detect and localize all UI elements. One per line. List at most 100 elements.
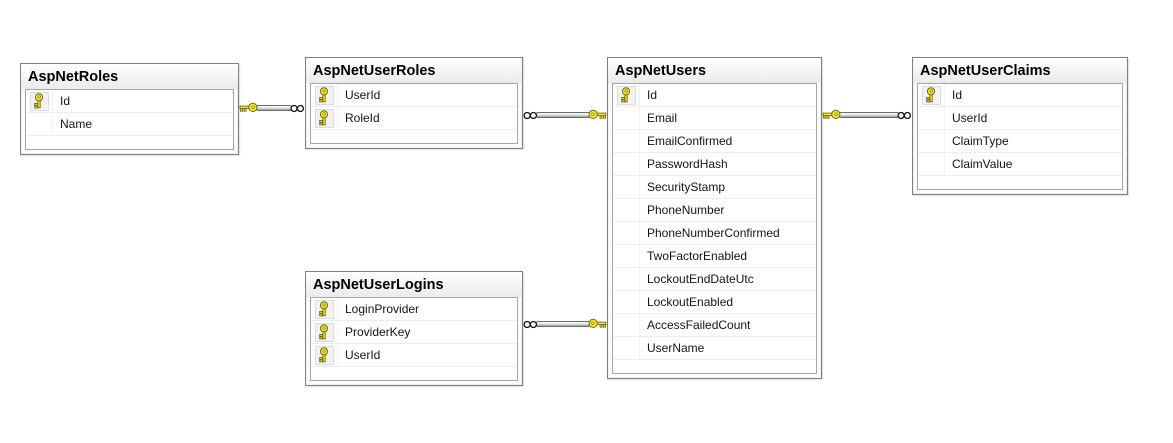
relationship-line[interactable] bbox=[536, 112, 590, 118]
relationship-line[interactable] bbox=[536, 321, 590, 327]
primary-key-icon bbox=[319, 87, 329, 103]
table-header[interactable]: AspNetUserLogins bbox=[306, 272, 522, 297]
primary-key-icon bbox=[319, 110, 329, 126]
one-side-key-icon bbox=[822, 109, 841, 119]
grid-spacer bbox=[26, 136, 233, 149]
primary-key-cell bbox=[26, 90, 53, 112]
column-name: ClaimType bbox=[952, 134, 1009, 148]
primary-key-cell bbox=[311, 107, 338, 129]
table-row[interactable]: UserName bbox=[613, 337, 816, 360]
relationship-one-end bbox=[822, 109, 841, 121]
column-name: UserId bbox=[345, 348, 381, 362]
relationship-many-end bbox=[290, 104, 305, 113]
table-title: AspNetUserClaims bbox=[920, 62, 1051, 79]
column-name: LockoutEndDateUtc bbox=[647, 272, 754, 286]
table-row[interactable]: RoleId bbox=[311, 107, 517, 130]
row-selector-cell bbox=[918, 130, 945, 152]
table-row[interactable]: UserId bbox=[311, 344, 517, 367]
table-row[interactable]: EmailConfirmed bbox=[613, 130, 816, 153]
row-selector-cell bbox=[613, 268, 640, 290]
row-selector-cell bbox=[613, 130, 640, 152]
table-row[interactable]: Id bbox=[918, 84, 1122, 107]
table-row[interactable]: Id bbox=[26, 90, 233, 113]
table-row[interactable]: UserId bbox=[918, 107, 1122, 130]
column-name: PhoneNumberConfirmed bbox=[647, 226, 780, 240]
column-name: LockoutEnabled bbox=[647, 295, 734, 309]
relationship-many-end bbox=[897, 111, 912, 120]
table-header[interactable]: AspNetRoles bbox=[21, 64, 238, 89]
grid-spacer bbox=[311, 367, 517, 380]
many-side-infinity-icon bbox=[523, 320, 538, 328]
column-name: Id bbox=[647, 88, 658, 102]
table-header[interactable]: AspNetUserRoles bbox=[306, 58, 522, 83]
relationship-line[interactable] bbox=[839, 112, 899, 118]
primary-key-icon bbox=[34, 93, 44, 109]
column-name: PasswordHash bbox=[647, 157, 728, 171]
table-row[interactable]: ClaimType bbox=[918, 130, 1122, 153]
column-name: Id bbox=[952, 88, 963, 102]
table-title: AspNetUsers bbox=[615, 62, 707, 79]
relationship-AspNetRoles-AspNetUserRoles[interactable] bbox=[239, 101, 305, 115]
table-title: AspNetRoles bbox=[28, 68, 119, 85]
grid-spacer bbox=[311, 130, 517, 143]
table-row[interactable]: PhoneNumber bbox=[613, 199, 816, 222]
table-row[interactable]: UserId bbox=[311, 84, 517, 107]
primary-key-cell bbox=[311, 84, 338, 106]
one-side-key-icon bbox=[588, 109, 607, 119]
primary-key-icon bbox=[621, 87, 631, 103]
row-selector-cell bbox=[613, 245, 640, 267]
row-selector-cell bbox=[613, 337, 640, 359]
one-side-key-icon bbox=[239, 102, 258, 112]
relationship-AspNetUsers-AspNetUserLogins[interactable] bbox=[523, 317, 607, 331]
table-row[interactable]: ClaimValue bbox=[918, 153, 1122, 176]
relationship-line[interactable] bbox=[256, 105, 292, 111]
table-row[interactable]: TwoFactorEnabled bbox=[613, 245, 816, 268]
column-name: UserName bbox=[647, 341, 705, 355]
table-row[interactable]: Name bbox=[26, 113, 233, 136]
table-row[interactable]: Id bbox=[613, 84, 816, 107]
primary-key-cell bbox=[311, 344, 338, 366]
table-row[interactable]: ProviderKey bbox=[311, 321, 517, 344]
row-selector-cell bbox=[613, 199, 640, 221]
key-badge bbox=[314, 299, 334, 319]
relationship-one-end bbox=[239, 102, 258, 114]
row-selector-cell bbox=[918, 107, 945, 129]
table-row[interactable]: LockoutEnabled bbox=[613, 291, 816, 314]
table-row[interactable]: AccessFailedCount bbox=[613, 314, 816, 337]
column-name: EmailConfirmed bbox=[647, 134, 733, 148]
many-side-infinity-icon bbox=[523, 111, 538, 119]
key-badge bbox=[314, 85, 334, 105]
column-name: Email bbox=[647, 111, 678, 125]
column-name: LoginProvider bbox=[345, 302, 420, 316]
table-header[interactable]: AspNetUsers bbox=[608, 58, 821, 83]
table-row[interactable]: LoginProvider bbox=[311, 298, 517, 321]
row-selector-cell bbox=[26, 113, 53, 135]
column-name: SecurityStamp bbox=[647, 180, 726, 194]
relationship-one-end bbox=[588, 318, 607, 330]
column-name: UserId bbox=[952, 111, 988, 125]
primary-key-cell bbox=[311, 298, 338, 320]
table-row[interactable]: SecurityStamp bbox=[613, 176, 816, 199]
relationship-one-end bbox=[588, 109, 607, 121]
table-row[interactable]: PhoneNumberConfirmed bbox=[613, 222, 816, 245]
table-row[interactable]: Email bbox=[613, 107, 816, 130]
table-row[interactable]: LockoutEndDateUtc bbox=[613, 268, 816, 291]
column-name: AccessFailedCount bbox=[647, 318, 751, 332]
primary-key-icon bbox=[319, 301, 329, 317]
row-selector-cell bbox=[613, 314, 640, 336]
key-badge bbox=[29, 91, 49, 111]
relationship-AspNetUsers-AspNetUserRoles[interactable] bbox=[523, 108, 607, 122]
table-header[interactable]: AspNetUserClaims bbox=[913, 58, 1127, 83]
relationship-AspNetUsers-AspNetUserClaims[interactable] bbox=[822, 108, 912, 122]
column-name: ClaimValue bbox=[952, 157, 1013, 171]
table-row[interactable]: PasswordHash bbox=[613, 153, 816, 176]
